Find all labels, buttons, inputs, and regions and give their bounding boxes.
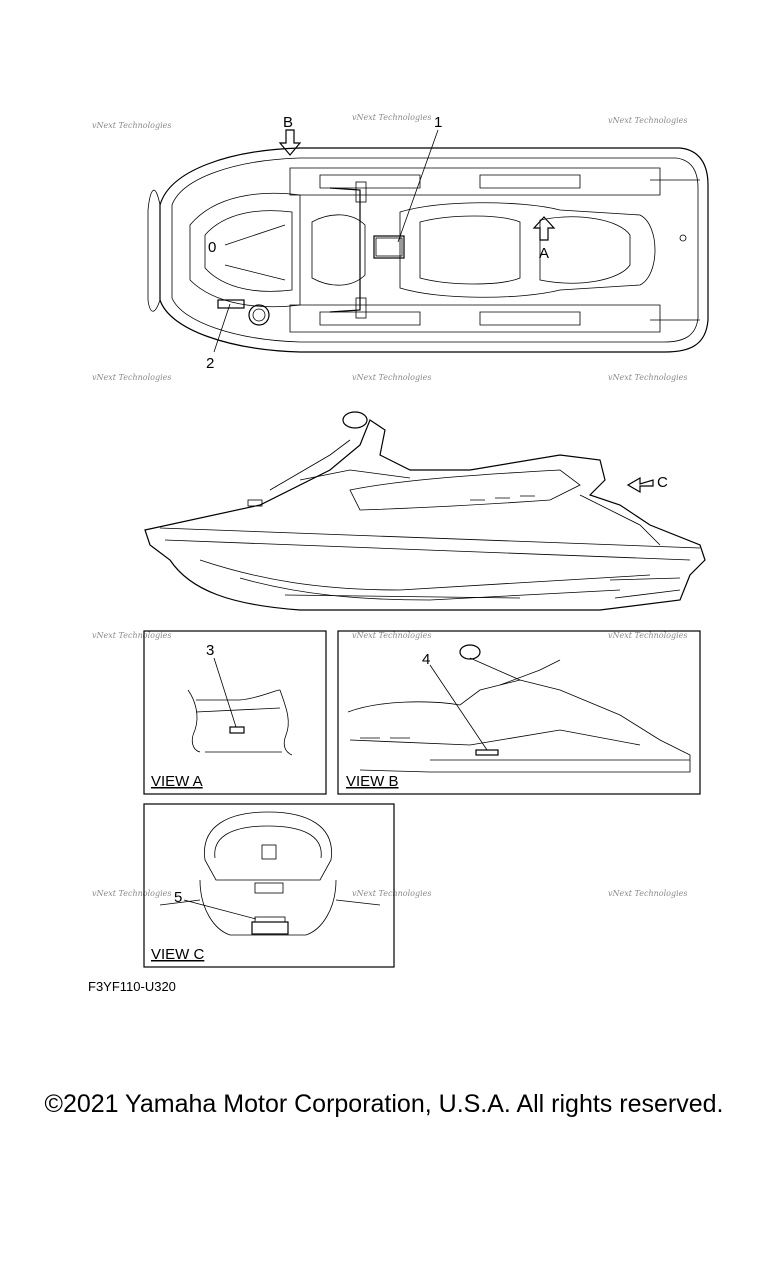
- watermark-text: vNext Technologies: [352, 373, 431, 382]
- arrow-c-label: C: [657, 474, 668, 491]
- watermarks: vNext Technologies vNext Technologies vN…: [92, 113, 687, 898]
- view-c-panel: 5 VIEW C: [143, 803, 395, 968]
- callout-5: 5: [174, 889, 182, 906]
- watermark-text: vNext Technologies: [608, 116, 687, 125]
- copyright-notice: ©2021 Yamaha Motor Corporation, U.S.A. A…: [44, 1090, 724, 1118]
- watermark-text: vNext Technologies: [92, 631, 171, 640]
- watermark-text: vNext Technologies: [608, 373, 687, 382]
- arrow-a-label: A: [539, 245, 549, 262]
- watermark-text: vNext Technologies: [92, 889, 171, 898]
- view-c-label: VIEW C: [151, 946, 205, 963]
- watermark-text: vNext Technologies: [608, 889, 687, 898]
- callout-2: 2: [206, 355, 214, 372]
- svg-text:0: 0: [208, 239, 216, 256]
- watermark-text: vNext Technologies: [352, 113, 431, 122]
- part-code: F3YF110-U320: [88, 979, 176, 994]
- view-b-panel: 4 VIEW B: [337, 630, 701, 795]
- view-b-label: VIEW B: [346, 773, 399, 790]
- callout-1: 1: [434, 114, 442, 131]
- side-view-watercraft: C: [144, 411, 706, 611]
- watermark-text: vNext Technologies: [92, 373, 171, 382]
- watermark-text: vNext Technologies: [92, 121, 171, 130]
- top-view-watercraft: 0 B 1 A 2: [147, 114, 709, 372]
- view-a-label: VIEW A: [151, 773, 203, 790]
- watermark-text: vNext Technologies: [352, 889, 431, 898]
- arrow-b-label: B: [283, 114, 293, 131]
- callout-4: 4: [422, 651, 430, 668]
- view-a-panel: 3 VIEW A: [143, 630, 327, 795]
- callout-3: 3: [206, 642, 214, 659]
- watermark-text: vNext Technologies: [608, 631, 687, 640]
- watermark-text: vNext Technologies: [352, 631, 431, 640]
